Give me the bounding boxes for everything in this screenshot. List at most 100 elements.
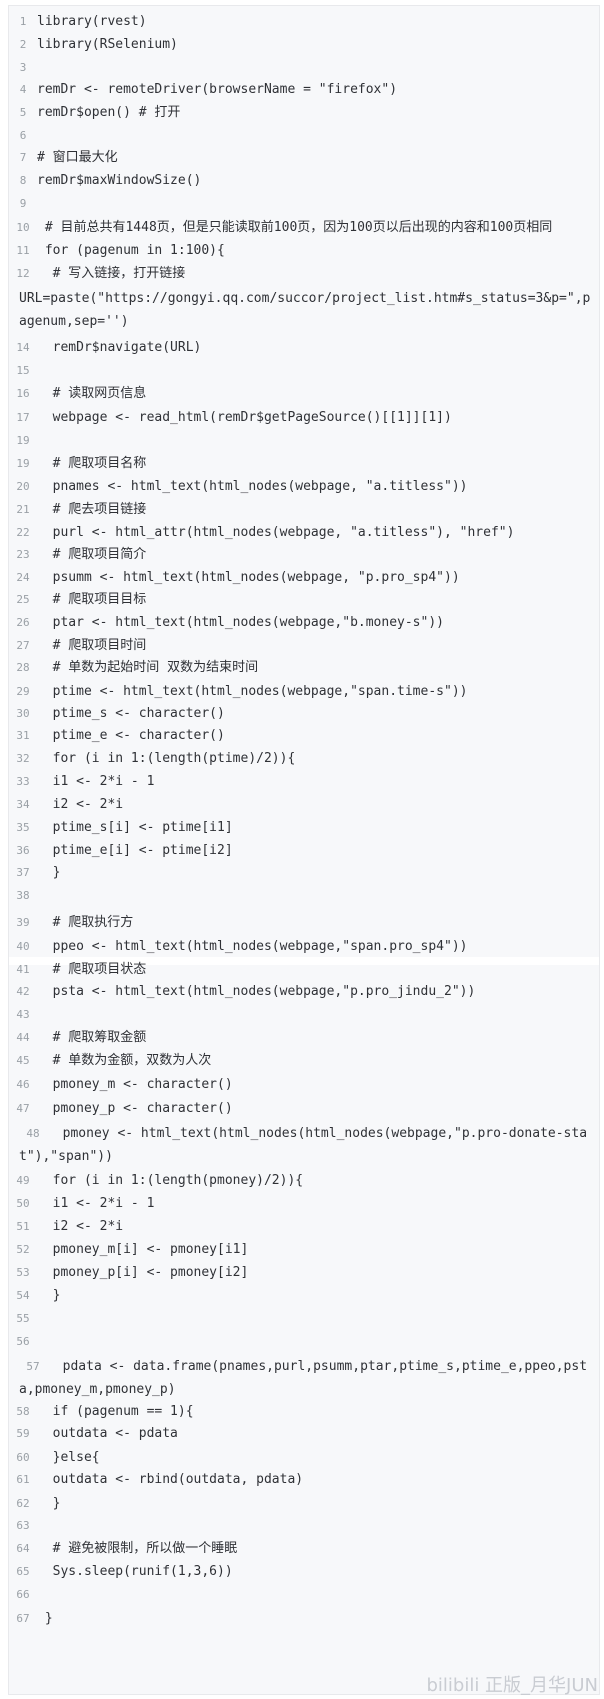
line-number: 33 (16, 775, 30, 788)
line-number: 34 (16, 798, 30, 811)
code-text: if (pagenum == 1){ (37, 1404, 194, 1419)
line-number: 21 (16, 503, 30, 516)
code-text: # 单数为金额，双数为人次 (37, 1053, 212, 1068)
line-number: 60 (16, 1451, 30, 1464)
line-number: 19 (16, 457, 30, 470)
code-text: ptar <- html_text(html_nodes(webpage,"b.… (37, 615, 444, 630)
code-text: Sys.sleep(runif(1,3,6)) (37, 1564, 233, 1579)
code-text: for (pagenum in 1:100){ (37, 243, 225, 258)
line-number: 49 (16, 1174, 30, 1187)
code-text: i1 <- 2*i - 1 (37, 1196, 155, 1211)
code-text: } (37, 1611, 53, 1626)
line-number: 6 (19, 129, 27, 142)
code-line: 37 } (9, 863, 599, 883)
code-line: 31 ptime_e <- character() (9, 726, 599, 746)
code-line: 66 (9, 1585, 599, 1605)
code-text: ptime_s <- character() (37, 706, 225, 721)
line-number: 1 (19, 15, 27, 28)
code-line: 17 webpage <- read_html(remDr$getPageSou… (9, 408, 599, 428)
line-number: 62 (16, 1497, 30, 1510)
code-line: 52 pmoney_m[i] <- pmoney[i1] (9, 1240, 599, 1260)
code-text: ptime_e <- character() (37, 728, 225, 743)
line-number: 9 (19, 197, 27, 210)
line-number: 64 (16, 1542, 30, 1555)
line-number: 63 (16, 1519, 30, 1532)
code-text: webpage <- read_html(remDr$getPageSource… (37, 410, 452, 425)
code-line: 41 # 爬取项目状态 (9, 960, 599, 980)
line-number: 7 (19, 151, 27, 164)
code-text: ptime_s[i] <- ptime[i1] (37, 820, 233, 835)
code-text: pmoney <- html_text(html_nodes(html_node… (19, 1126, 588, 1164)
code-line: 49 for (i in 1:(length(pmoney)/2)){ (9, 1171, 599, 1191)
line-number: 4 (19, 83, 27, 96)
line-number: 56 (16, 1335, 30, 1348)
line-number: 12 (16, 267, 30, 280)
line-number: 58 (16, 1405, 30, 1418)
line-number: 55 (16, 1312, 30, 1325)
code-text: # 爬取筹取金额 (37, 1030, 147, 1045)
line-number: 52 (16, 1243, 30, 1256)
line-number: 54 (16, 1289, 30, 1302)
code-text: pmoney_p[i] <- pmoney[i2] (37, 1265, 249, 1280)
code-text: pmoney_m <- character() (37, 1077, 233, 1092)
line-number: 37 (16, 866, 30, 879)
code-text: # 爬取项目名称 (37, 456, 147, 471)
line-number: 50 (16, 1197, 30, 1210)
code-line: 57 pdata <- data.frame(pnames,purl,psumm… (19, 1355, 595, 1401)
code-text: ptime_e[i] <- ptime[i2] (37, 843, 233, 858)
code-text: for (i in 1:(length(pmoney)/2)){ (37, 1173, 304, 1188)
code-text: } (37, 1496, 61, 1511)
line-number: 24 (16, 571, 30, 584)
line-number: 40 (16, 940, 30, 953)
line-number: 43 (16, 1008, 30, 1021)
code-text: pnames <- html_text(html_nodes(webpage, … (37, 479, 468, 494)
code-line: 39 # 爬取执行方 (9, 913, 599, 933)
line-number: 48 (26, 1127, 40, 1140)
code-text: psumm <- html_text(html_nodes(webpage, "… (37, 570, 460, 585)
line-number: 28 (16, 661, 30, 674)
line-number: 41 (16, 963, 30, 976)
code-text: ptime <- html_text(html_nodes(webpage,"s… (37, 684, 468, 699)
code-text: outdata <- pdata (37, 1426, 178, 1441)
line-number: 38 (16, 889, 30, 902)
code-text: } (37, 865, 61, 880)
line-number: 45 (16, 1054, 30, 1067)
code-line: 26 ptar <- html_text(html_nodes(webpage,… (9, 613, 599, 633)
code-line: 27 # 爬取项目时间 (9, 636, 599, 656)
code-line: 15 (9, 361, 599, 381)
code-line: 60 }else{ (9, 1448, 599, 1468)
code-line: 61 outdata <- rbind(outdata, pdata) (9, 1470, 599, 1490)
code-text: for (i in 1:(length(ptime)/2)){ (37, 751, 296, 766)
line-number: 3 (19, 61, 27, 74)
code-text: remDr <- remoteDriver(browserName = "fir… (37, 82, 398, 97)
code-line: 59 outdata <- pdata (9, 1424, 599, 1444)
line-number: 2 (19, 38, 27, 51)
line-number: 57 (26, 1360, 40, 1373)
code-text: # 爬取项目目标 (37, 592, 147, 607)
line-number: 46 (16, 1078, 30, 1091)
code-text: # 爬取执行方 (37, 915, 134, 930)
code-line: 46 pmoney_m <- character() (9, 1075, 599, 1095)
code-line: 55 (9, 1309, 599, 1329)
code-line: 42 psta <- html_text(html_nodes(webpage,… (9, 982, 599, 1002)
code-line: 10 # 目前总共有1448页，但是只能读取前100页，因为100页以后出现的内… (9, 218, 599, 238)
code-line: 22 purl <- html_attr(html_nodes(webpage,… (9, 523, 599, 543)
code-line: 9 (9, 194, 599, 214)
code-line: 56 (9, 1332, 599, 1352)
code-text: pdata <- data.frame(pnames,purl,psumm,pt… (19, 1359, 588, 1397)
code-line: 48 pmoney <- html_text(html_nodes(html_n… (19, 1122, 595, 1168)
code-line: 19 (9, 431, 599, 451)
code-text: library(rvest) (37, 14, 147, 29)
line-number: 42 (16, 985, 30, 998)
code-line: 35 ptime_s[i] <- ptime[i1] (9, 818, 599, 838)
code-text: ppeo <- html_text(html_nodes(webpage,"sp… (37, 939, 468, 954)
line-number: 47 (16, 1102, 30, 1115)
code-line: 3 (9, 58, 599, 78)
code-line: 14 remDr$navigate(URL) (9, 338, 599, 358)
watermark: bilibili 正版_月华JUN (426, 1675, 598, 1696)
line-number: 44 (16, 1031, 30, 1044)
code-text: # 目前总共有1448页，但是只能读取前100页，因为100页以后出现的内容和1… (37, 220, 553, 235)
line-number: 14 (16, 341, 30, 354)
line-number: 32 (16, 752, 30, 765)
code-text: purl <- html_attr(html_nodes(webpage, "a… (37, 525, 515, 540)
